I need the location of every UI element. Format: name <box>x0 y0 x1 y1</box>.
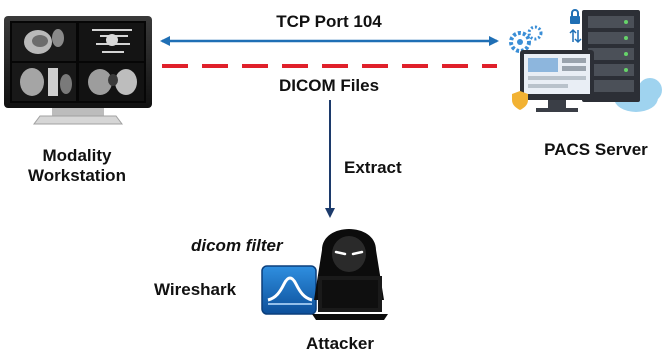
shield-icon <box>512 91 528 110</box>
wireshark-label: Wireshark <box>154 280 237 299</box>
dicom-files-label: DICOM Files <box>278 76 380 95</box>
modality-label-line2: Workstation <box>28 166 126 185</box>
extract-label: Extract <box>344 158 402 177</box>
pacs-server-label: PACS Server <box>544 140 648 159</box>
pacs-server-icon <box>509 9 662 112</box>
hooded-hacker-icon <box>312 229 388 320</box>
lock-icon <box>570 9 580 24</box>
wireshark-icon <box>261 265 317 315</box>
attacker-label: Attacker <box>305 334 375 353</box>
medical-monitor-icon <box>4 16 152 125</box>
gear-icon <box>509 25 543 53</box>
sync-arrows-icon <box>569 28 582 44</box>
scan-pane-3 <box>12 63 76 101</box>
scan-pane-2 <box>79 23 144 61</box>
modality-label-line1: Modality <box>42 146 112 165</box>
tcp-port-label: TCP Port 104 <box>276 12 382 31</box>
scan-pane-4 <box>79 63 144 101</box>
modality-workstation-label: Modality Workstation <box>2 146 152 186</box>
scan-pane-1 <box>12 23 76 61</box>
dicom-filter-label: dicom filter <box>191 236 283 255</box>
